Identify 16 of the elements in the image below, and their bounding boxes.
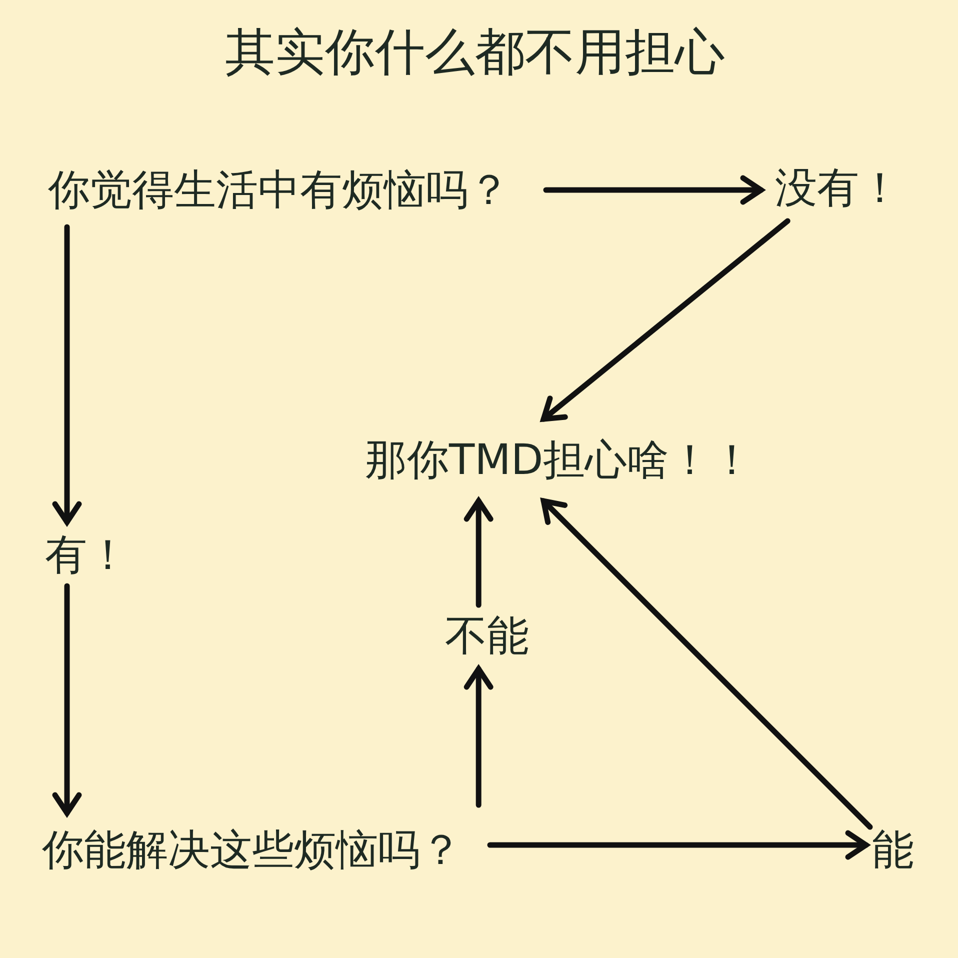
conclusion-text: 那你TMD担心啥！！ — [365, 435, 754, 485]
arrow — [52, 224, 82, 525]
arrow — [464, 666, 494, 808]
answer-text: 没有！ — [775, 163, 901, 213]
question-text: 你能解决这些烦恼吗？ — [42, 825, 462, 875]
answer-text: 有！ — [45, 530, 129, 580]
arrow — [543, 175, 764, 205]
answer-text: 不能 — [445, 611, 529, 661]
question-text: 你觉得生活中有烦恼吗？ — [48, 165, 510, 215]
arrow — [52, 583, 82, 816]
arrow — [487, 830, 869, 860]
answer-text: 能 — [872, 825, 914, 875]
arrow — [540, 498, 873, 830]
title: 其实你什么都不用担心 — [225, 22, 725, 82]
arrow — [464, 498, 494, 608]
arrow — [540, 218, 790, 422]
